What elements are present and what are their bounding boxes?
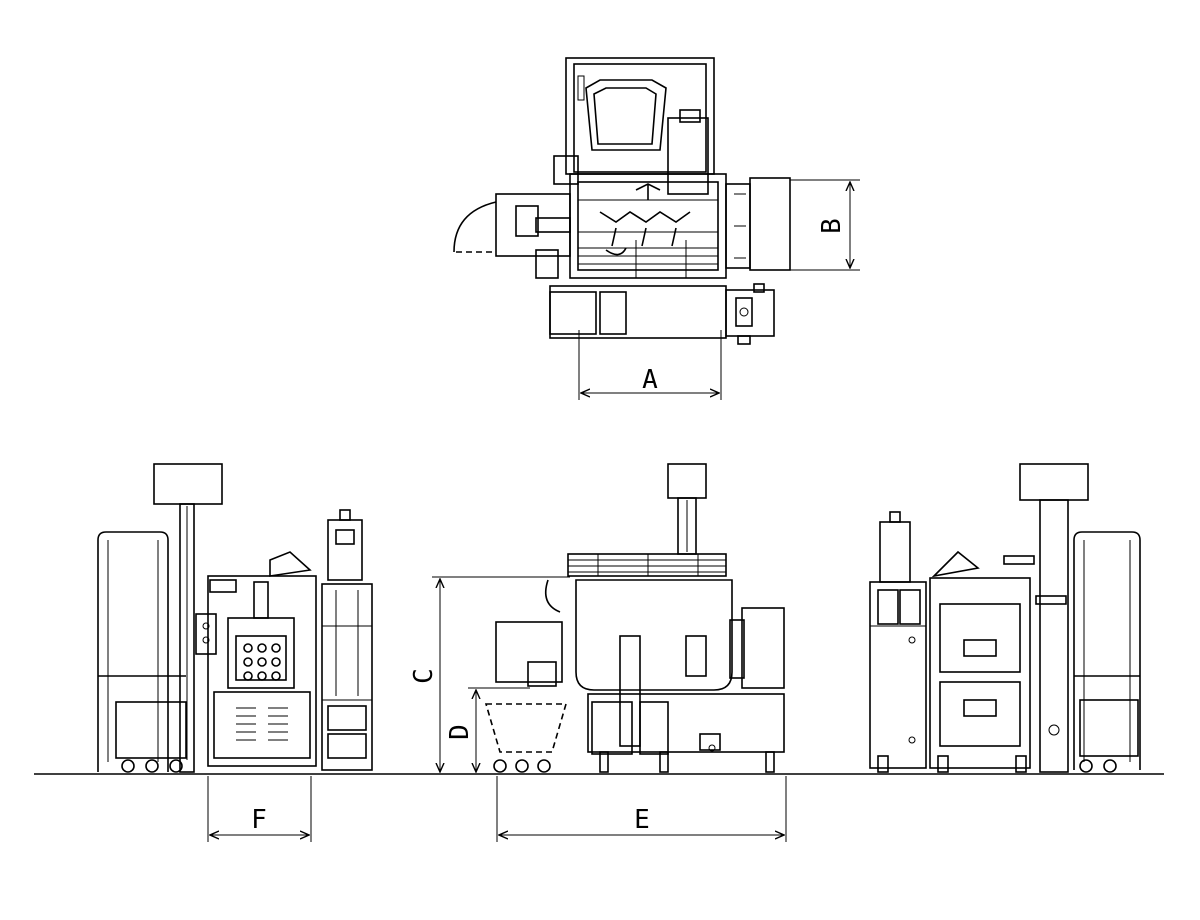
dimension-d: D [445,687,530,772]
dimension-label-d: D [445,724,475,740]
rear-view [869,463,1141,773]
vent-holes [243,643,281,681]
front-view [484,463,785,773]
dimension-f: F [207,776,312,842]
dimension-label-c: C [409,668,439,684]
dimension-label-b: B [817,218,847,234]
dimension-e: E [496,776,787,842]
dimension-c: C [409,576,570,772]
dimension-label-a: A [642,365,658,395]
left-side-view [97,463,373,773]
dimension-b: B [790,179,860,271]
dimension-a: A [578,330,722,400]
dimension-label-e: E [634,805,650,835]
top-view [453,57,791,345]
dimension-label-f: F [251,805,267,835]
